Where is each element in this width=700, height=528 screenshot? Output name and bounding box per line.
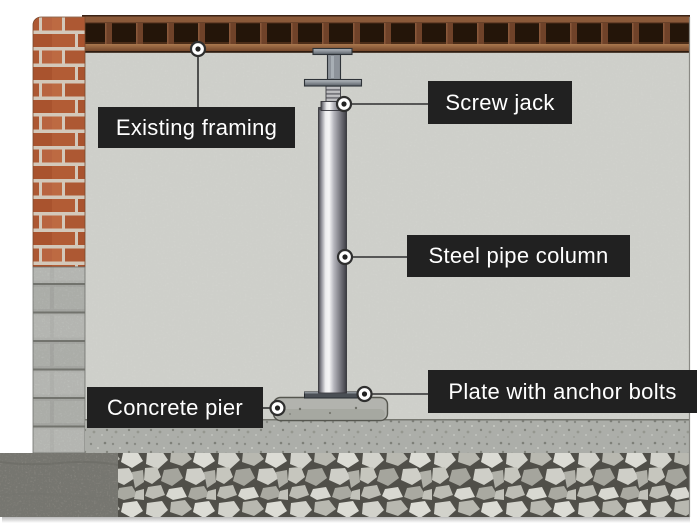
callout-marker-concrete-pier: [269, 399, 286, 417]
label-concrete-pier: Concrete pier: [87, 387, 263, 428]
concrete-footing: [0, 453, 119, 517]
callout-marker-plate-anchor-bolts: [356, 385, 373, 403]
callout-marker-steel-pipe-column: [336, 248, 354, 266]
ground-shadow: [2, 517, 690, 523]
brick-wall: [32, 16, 86, 268]
label-existing-framing: Existing framing: [98, 107, 295, 148]
screw-jack-top-bracket: [303, 47, 363, 87]
label-screw-jack: Screw jack: [428, 81, 572, 124]
label-plate-with-anchor-bolts: Plate with anchor bolts: [428, 370, 697, 413]
concrete-block-wall: [32, 266, 86, 454]
screw-jack: [303, 47, 363, 111]
label-steel-pipe-column: Steel pipe column: [407, 235, 630, 277]
callout-markers: [189, 40, 373, 417]
ceiling-framing: [82, 15, 690, 53]
callout-marker-screw-jack: [335, 95, 353, 113]
concrete-pier: [272, 396, 389, 422]
gravel-base: [118, 453, 690, 517]
callout-marker-existing-framing: [189, 40, 207, 58]
